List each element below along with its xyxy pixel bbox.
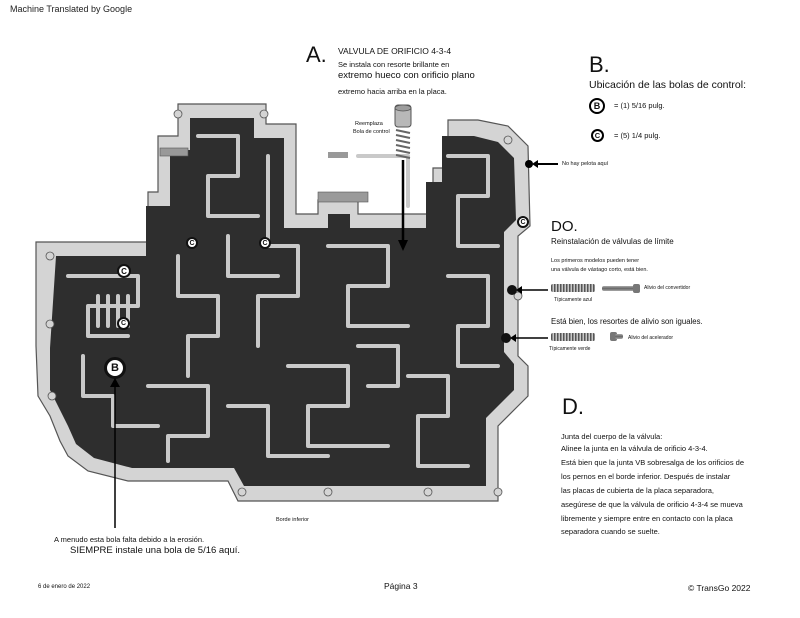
- section-d-line8: separadora cuando se suelte.: [561, 527, 660, 536]
- section-d-line2: Alinee la junta en la válvula de orifici…: [561, 444, 708, 453]
- plate-check-ball-c-4: C: [117, 317, 130, 330]
- footer-date: 6 de enero de 2022: [38, 584, 91, 590]
- section-d-line6: asegúrese de que la válvula de orificio …: [561, 500, 743, 509]
- no-ball-label: No hay pelota aquí: [562, 161, 609, 167]
- orifice-valve-part-image: [394, 104, 412, 159]
- section-d-line7: libremente y siempre entre en contacto c…: [561, 514, 733, 523]
- accelerator-relief-spring: [551, 333, 595, 341]
- early-models-line1: Los primeros modelos pueden tener: [551, 258, 640, 264]
- early-models-line2: una válvula de vástago corto, está bien.: [551, 267, 648, 273]
- section-a-letter: A.: [306, 42, 327, 67]
- bottom-edge-label: Borde inferior: [276, 517, 310, 523]
- section-d-line3: Está bien que la junta VB sobresalga de …: [561, 458, 745, 467]
- section-a-line2: extremo hueco con orificio plano: [338, 70, 475, 81]
- section-b-title: Ubicación de las bolas de control:: [589, 79, 747, 91]
- replace-label-1: Reemplaza: [355, 121, 383, 127]
- accelerator-relief-valve-head: [610, 332, 617, 341]
- converter-relief-label: Alivio del convertidor: [644, 285, 691, 291]
- plate-check-ball-c-5: C: [517, 216, 529, 228]
- section-a-arrow: [398, 160, 408, 251]
- legend-ball-c-icon: C: [591, 129, 604, 142]
- converter-relief-valve: [602, 286, 636, 291]
- plate-check-ball-c-2: C: [186, 237, 198, 249]
- section-c-letter: DO.: [551, 218, 578, 235]
- plate-check-ball-b: B: [104, 357, 126, 379]
- accelerator-relief-label: Alivio del acelerador: [628, 335, 674, 341]
- section-a-title: VALVULA DE ORIFICIO 4-3-4: [338, 46, 452, 56]
- accelerator-relief-valve: [615, 334, 623, 339]
- section-c-title: Reinstalación de válvulas de límite: [551, 237, 674, 246]
- plate-check-ball-c-3: C: [259, 237, 271, 249]
- erosion-arrow: [110, 378, 120, 528]
- section-d-line4: los pernos en el borde inferior. Después…: [561, 472, 731, 481]
- section-d-line5: las placas de cubierta de la placa separ…: [561, 486, 715, 495]
- footer-copyright: © TransGo 2022: [688, 583, 751, 593]
- replace-label-2: Bola de control: [353, 129, 390, 135]
- plate-check-ball-c-1: C: [117, 264, 131, 278]
- erosion-note-line2: SIEMPRE instale una bola de 5/16 aquí.: [70, 545, 241, 556]
- converter-relief-valve-head: [633, 284, 640, 293]
- springs-same-note: Está bien, los resortes de alivio son ig…: [551, 317, 703, 326]
- legend-ball-b-icon: B: [589, 98, 605, 114]
- typically-green-label: Típicamente verde: [549, 346, 591, 352]
- erosion-note-line1: A menudo esta bola falta debido a la ero…: [54, 535, 205, 544]
- valve-body-illustration: [35, 103, 531, 502]
- converter-relief-arrow: [507, 285, 548, 295]
- typically-blue-label: Típicamente azul: [554, 297, 593, 303]
- converter-relief-spring: [551, 284, 595, 292]
- section-d-line1: Junta del cuerpo de la válvula:: [561, 432, 663, 441]
- no-ball-arrow: [525, 160, 558, 168]
- section-b-letter: B.: [589, 52, 610, 77]
- section-d-letter: D.: [562, 394, 584, 419]
- machine-translation-banner: Machine Translated by Google: [10, 4, 133, 14]
- section-a-line3: extremo hacia arriba en la placa.: [338, 87, 447, 96]
- legend-ball-c-text: = (5) 1/4 pulg.: [614, 131, 661, 140]
- accelerator-relief-arrow: [501, 333, 548, 343]
- legend-ball-b-text: = (1) 5/16 pulg.: [614, 101, 665, 110]
- footer-page-number: Página 3: [384, 581, 418, 591]
- section-a-line1: Se instala con resorte brillante en: [338, 60, 450, 69]
